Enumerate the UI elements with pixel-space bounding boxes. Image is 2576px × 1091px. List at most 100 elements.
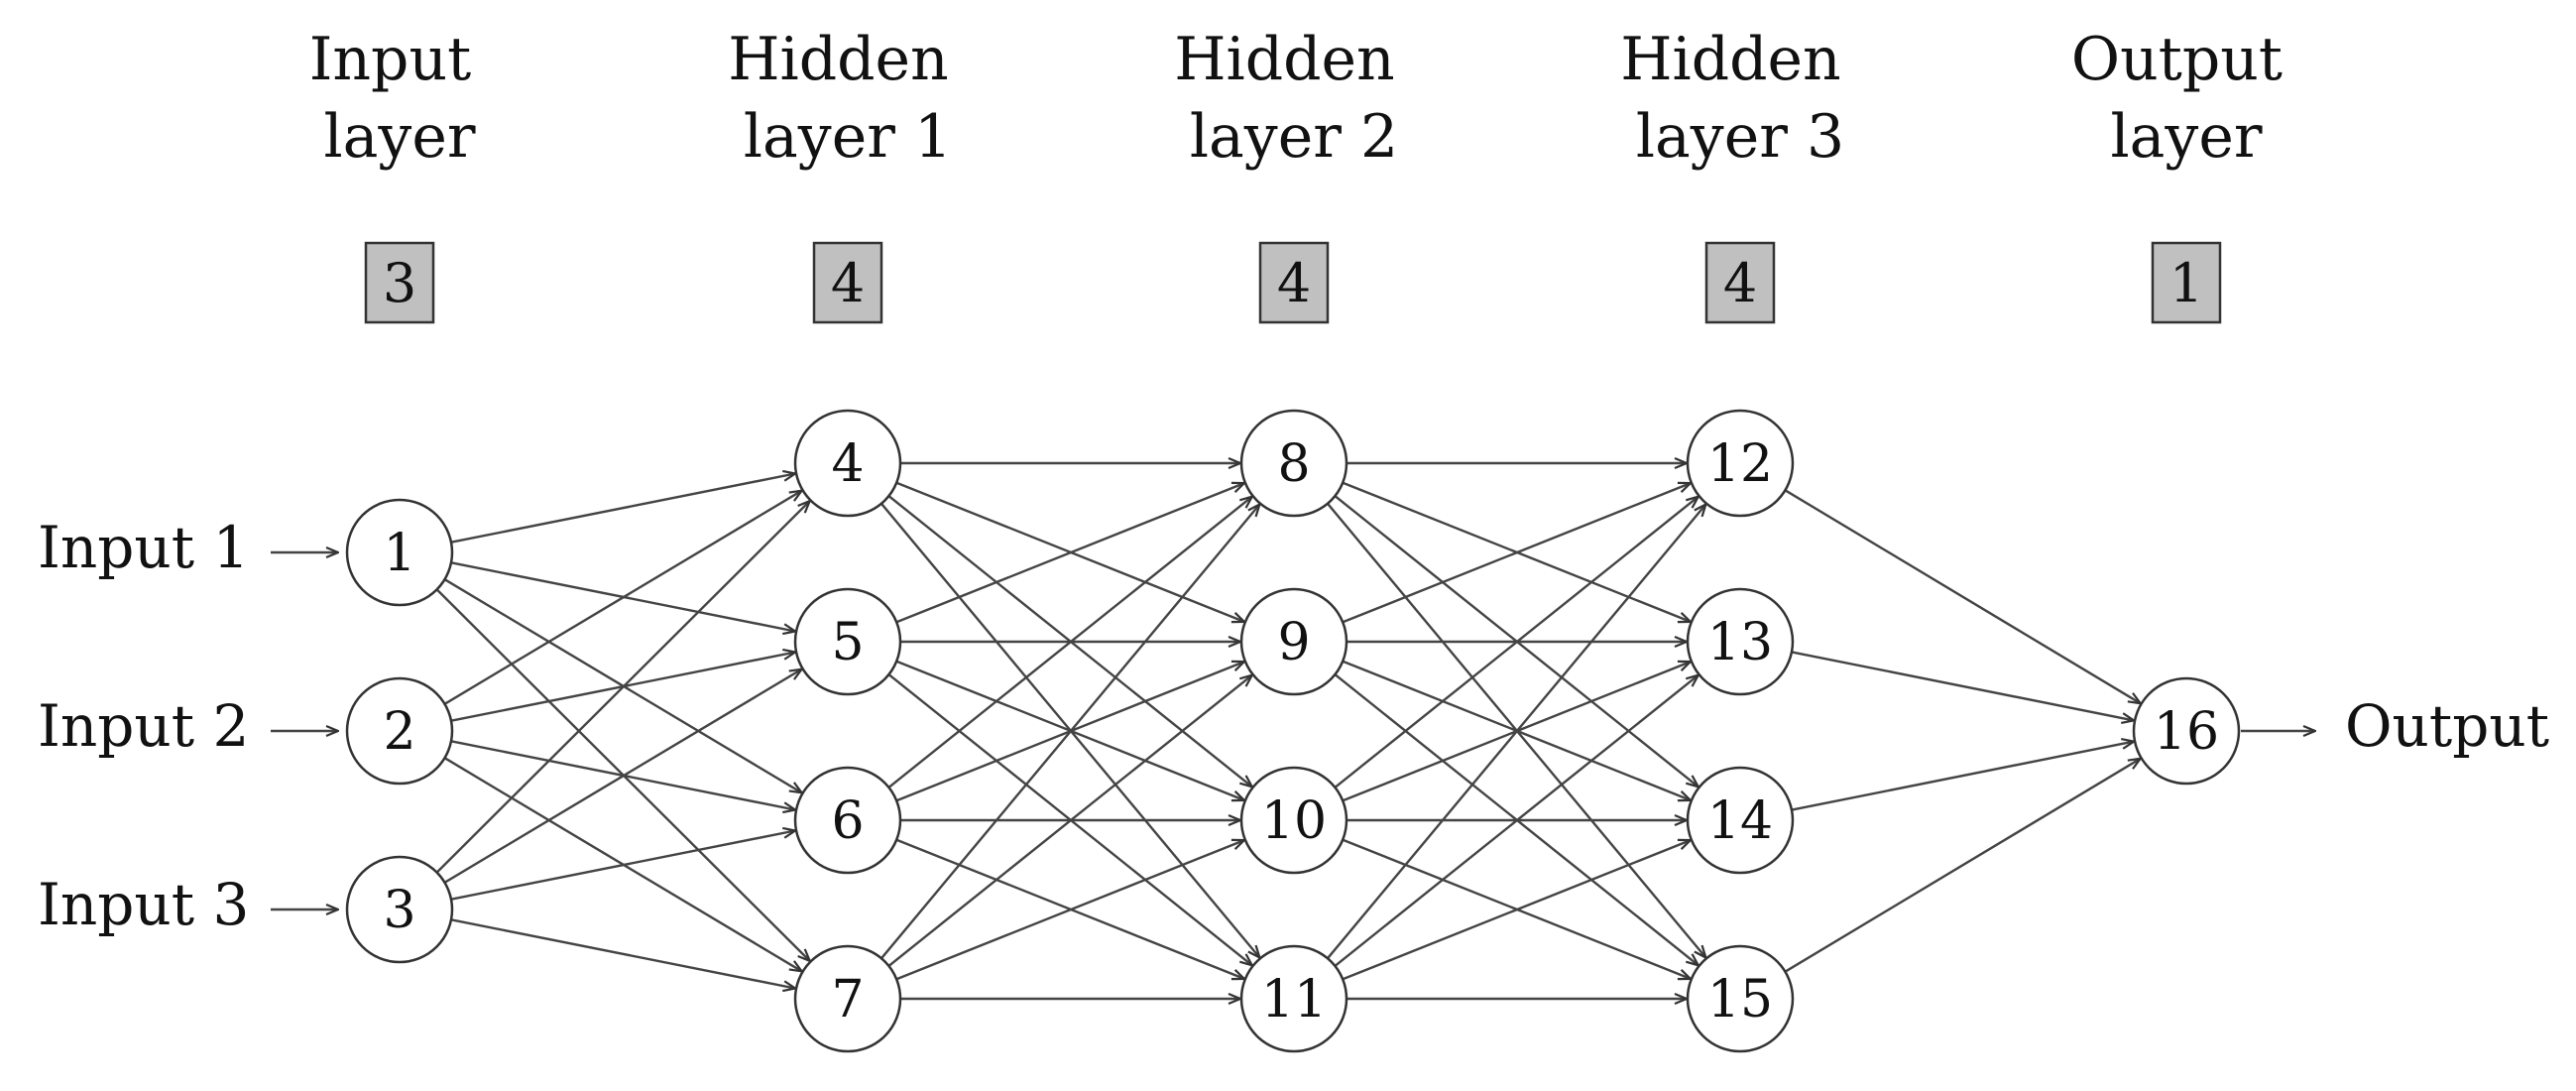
edge-2-to-4 [443,491,802,705]
input-3-label: Input 3 [38,871,249,938]
input-layer-title: Input layer [309,25,491,172]
neuron-4: 4 [793,409,902,518]
input-layer-count: 3 [383,252,416,314]
neuron-circle [345,676,454,786]
hidden-layer-1-count: 4 [831,252,865,314]
hidden-layer-1-count-box [812,241,883,324]
neuron-label: 16 [2154,702,2219,762]
edge-7-to-9 [887,675,1251,967]
edge-11-to-13 [1334,675,1698,967]
neuron-1: 1 [345,498,454,607]
neuron-circle [1239,409,1348,518]
neuron-circle [1239,944,1348,1053]
input-layer-title-line1: Input [309,25,472,94]
neuron-label: 10 [1261,791,1327,851]
neuron-label: 13 [1707,613,1773,672]
neuron-circle [1686,944,1795,1053]
neuron-9: 9 [1239,587,1348,696]
neuron-label: 15 [1707,970,1773,1030]
neuron-circle [1239,766,1348,875]
neuron-circle [793,944,902,1053]
hidden-layer-2-title-line1: Hidden [1174,25,1394,94]
neuron-circle [793,409,902,518]
input-layer-title-line2: layer [323,102,475,172]
output-layer-title-line1: Output [2071,25,2283,94]
neuron-label: 3 [383,881,415,940]
neuron-14: 14 [1686,766,1795,875]
neuron-label: 5 [831,613,864,672]
neuron-label: 8 [1277,434,1310,494]
inputs: Input 1 Input 2 Input 3 [38,514,338,938]
hidden-layer-2-title: Hidden layer 2 [1174,25,1414,172]
neuron-3: 3 [345,855,454,964]
hidden-layer-2-count-box [1258,241,1330,324]
neuron-circle [2132,676,2241,786]
neuron-6: 6 [793,766,902,875]
edge-3-to-4 [435,501,810,874]
neuron-2: 2 [345,676,454,786]
neuron-label: 11 [1261,970,1327,1030]
hidden-layer-3-count-box [1704,241,1776,324]
edge-7-to-8 [879,505,1260,960]
neuron-label: 4 [831,434,864,494]
hidden-layer-3-title-line2: layer 3 [1636,102,1844,172]
edge-9-to-12 [1342,483,1691,624]
input-layer-count-box [364,241,435,324]
neuron-label: 12 [1707,434,1773,494]
neuron-circle [1686,766,1795,875]
neuron-16: 16 [2132,676,2241,786]
edge-7-to-10 [895,840,1244,981]
output-layer-count: 1 [2169,252,2203,314]
neuron-circle [793,766,902,875]
neuron-15: 15 [1686,944,1795,1053]
input-2-label: Input 2 [38,692,249,760]
neuron-label: 1 [383,524,415,583]
neuron-circle [1686,409,1795,518]
neuron-label: 6 [831,791,864,851]
edge-13-to-16 [1791,651,2134,720]
neuron-12: 12 [1686,409,1795,518]
edge-11-to-12 [1326,505,1706,960]
output-label: Output [2345,692,2549,760]
edge-15-to-16 [1784,759,2140,973]
neuron-circle [345,855,454,964]
connections [435,463,2141,999]
hidden-layer-3-title: Hidden layer 3 [1620,25,1860,172]
neuron-label: 7 [831,970,864,1030]
edge-1-to-4 [450,474,795,544]
output-layer-title-line2: layer [2110,102,2262,172]
edge-3-to-5 [443,669,802,884]
neuron-label: 2 [383,702,415,762]
neuron-11: 11 [1239,944,1348,1053]
hidden-layer-3-count: 4 [1723,252,1757,314]
hidden-layer-2-count: 4 [1277,252,1311,314]
edge-11-to-14 [1342,840,1691,981]
edge-12-to-16 [1784,489,2140,703]
neuron-circle [1239,587,1348,696]
neuron-circle [793,587,902,696]
neuron-label: 9 [1277,613,1310,672]
edge-3-to-6 [450,831,795,901]
neuron-10: 10 [1239,766,1348,875]
hidden-layer-1-title: Hidden layer 1 [728,25,968,172]
edge-5-to-8 [895,483,1244,624]
output-layer-title: Output layer [2071,25,2301,172]
neuron-8: 8 [1239,409,1348,518]
layer-count-boxes: 3 4 4 4 1 [364,241,2222,324]
edge-14-to-16 [1791,742,2134,811]
hidden-layer-3-title-line1: Hidden [1620,25,1840,94]
edge-10-to-12 [1334,497,1698,788]
hidden-layer-1-title-line2: layer 1 [744,102,952,172]
hidden-layer-2-title-line2: layer 2 [1190,102,1398,172]
edge-6-to-8 [887,497,1251,788]
edge-3-to-7 [450,918,795,988]
neuron-5: 5 [793,587,902,696]
layer-titles: Input layer Hidden layer 1 Hidden layer … [309,25,2301,172]
neuron-13: 13 [1686,587,1795,696]
neuron-circle [1686,587,1795,696]
neuron-7: 7 [793,944,902,1053]
neuron-circle [345,498,454,607]
output: Output [2241,692,2549,760]
